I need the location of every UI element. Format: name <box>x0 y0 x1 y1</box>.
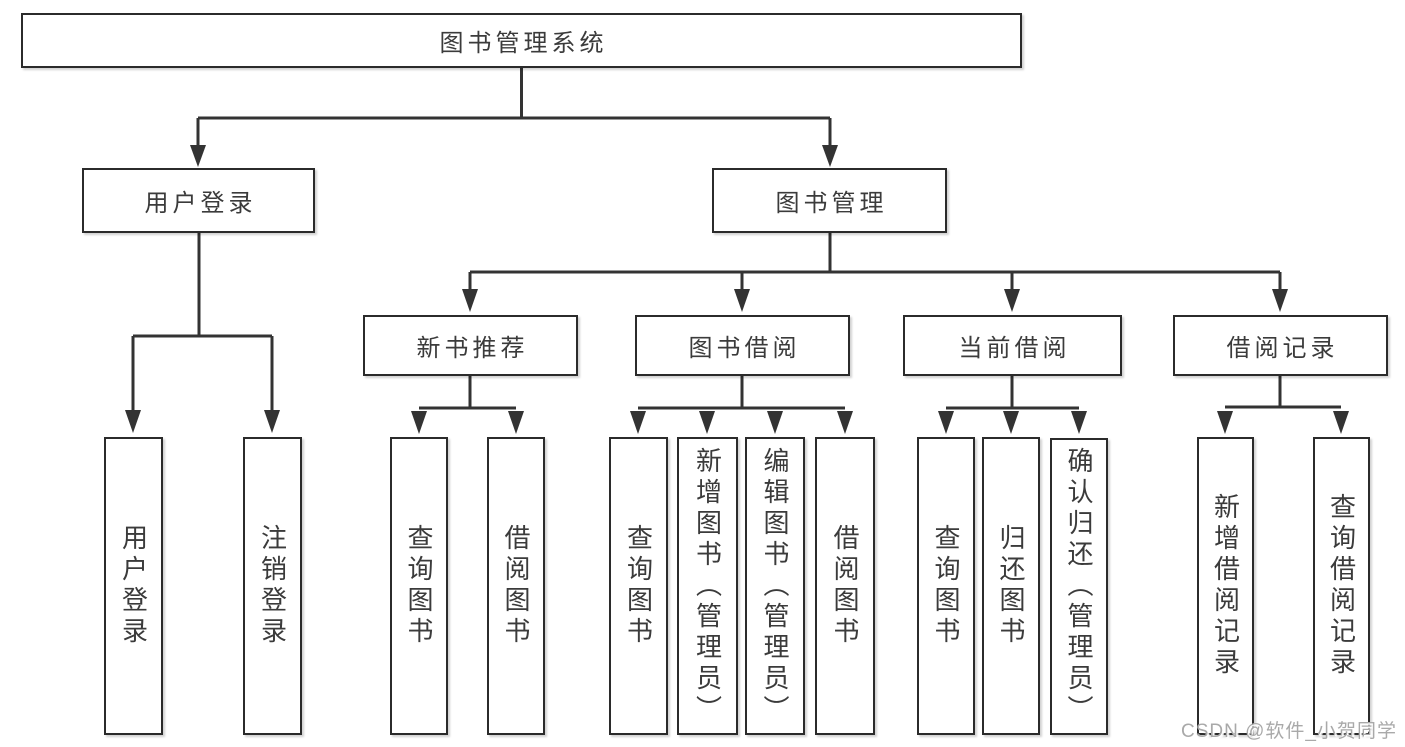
watermark: CSDN @软件_小贺同学 <box>1181 721 1397 742</box>
leaf-record-add: 新增借阅记录 <box>1197 437 1254 735</box>
leaf-user-login: 用户登录 <box>104 437 163 735</box>
leaf-current-confirm-admin: 确认归还（管理员） <box>1050 438 1108 735</box>
leaf-borrow-borrow: 借阅图书 <box>815 437 875 735</box>
connector-new-book-children <box>411 376 524 434</box>
leaf-logout: 注销登录 <box>243 437 302 735</box>
node-new-book-recommend: 新书推荐 <box>363 315 578 376</box>
leaf-newbook-query: 查询图书 <box>390 437 448 735</box>
leaf-borrow-add-admin: 新增图书（管理员） <box>677 437 738 735</box>
node-root: 图书管理系统 <box>21 13 1022 68</box>
leaf-current-return: 归还图书 <box>982 437 1040 735</box>
connector-borrow-children <box>630 376 853 434</box>
connector-current-children <box>938 376 1087 434</box>
node-book-borrow: 图书借阅 <box>635 315 850 376</box>
connector-user-login-children <box>125 233 280 433</box>
leaf-borrow-query: 查询图书 <box>609 437 668 735</box>
connector-root-to-level2 <box>190 68 838 167</box>
connector-book-mgmt-children <box>462 233 1288 312</box>
leaf-record-query: 查询借阅记录 <box>1313 437 1370 735</box>
node-borrow-record: 借阅记录 <box>1173 315 1388 376</box>
leaf-current-query: 查询图书 <box>917 437 975 735</box>
node-current-borrow: 当前借阅 <box>903 315 1122 376</box>
connector-record-children <box>1217 376 1349 434</box>
node-book-mgmt: 图书管理 <box>712 168 947 233</box>
leaf-newbook-borrow: 借阅图书 <box>487 437 545 735</box>
node-user-login: 用户登录 <box>82 168 315 233</box>
leaf-borrow-edit-admin: 编辑图书（管理员） <box>745 437 805 735</box>
